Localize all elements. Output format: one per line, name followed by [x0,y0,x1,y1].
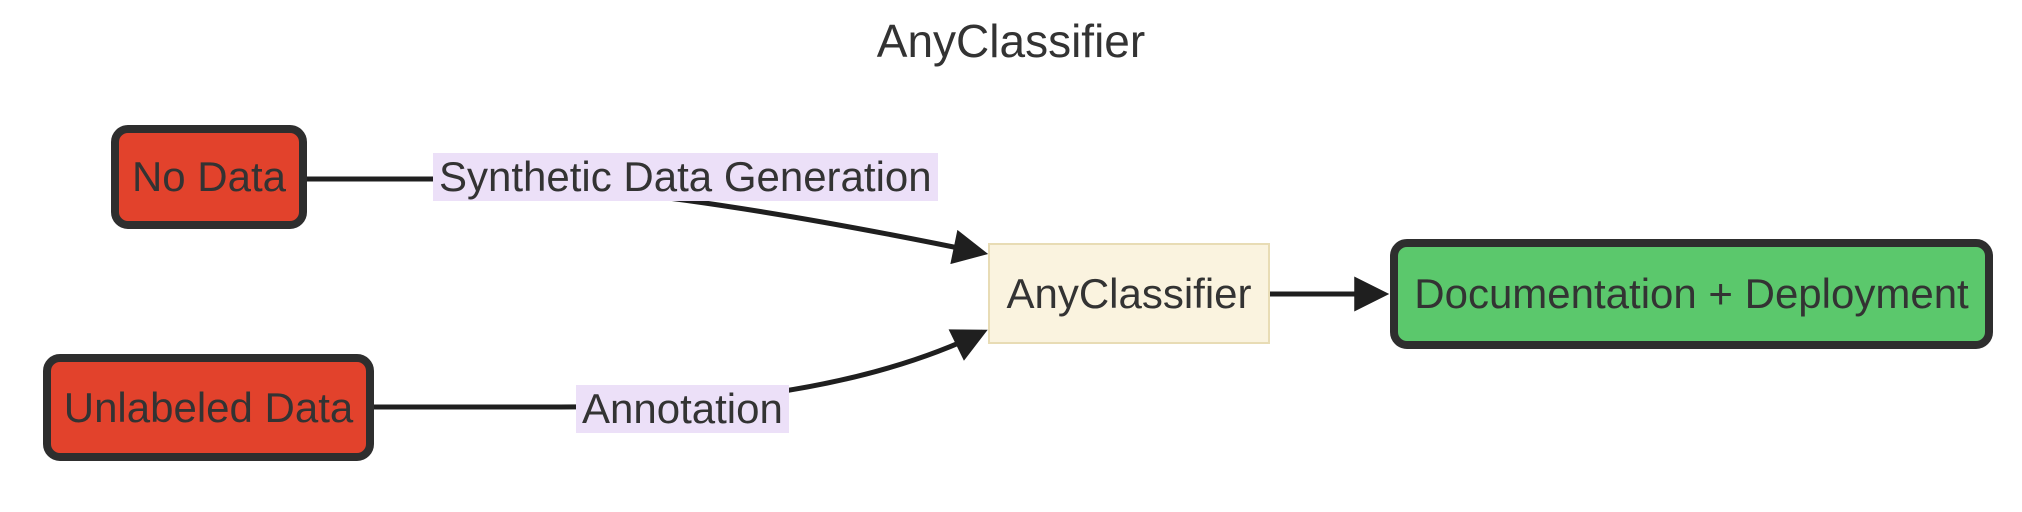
node-anyclassifier-label: AnyClassifier [1006,269,1252,317]
node-no-data-label: No Data [131,153,287,200]
node-unlabeled-data: Unlabeled Data [43,354,374,461]
edge-label-synthetic-data-generation: Synthetic Data Generation [433,153,938,201]
node-unlabeled-data-label: Unlabeled Data [63,383,354,431]
node-documentation-deployment-label: Documentation + Deployment [1414,270,1969,317]
node-documentation-deployment: Documentation + Deployment [1390,239,1993,349]
diagram-title: AnyClassifier [876,15,1146,67]
edge-label-annotation: Annotation [576,385,789,433]
node-no-data: No Data [111,125,307,229]
node-anyclassifier: AnyClassifier [988,243,1270,344]
